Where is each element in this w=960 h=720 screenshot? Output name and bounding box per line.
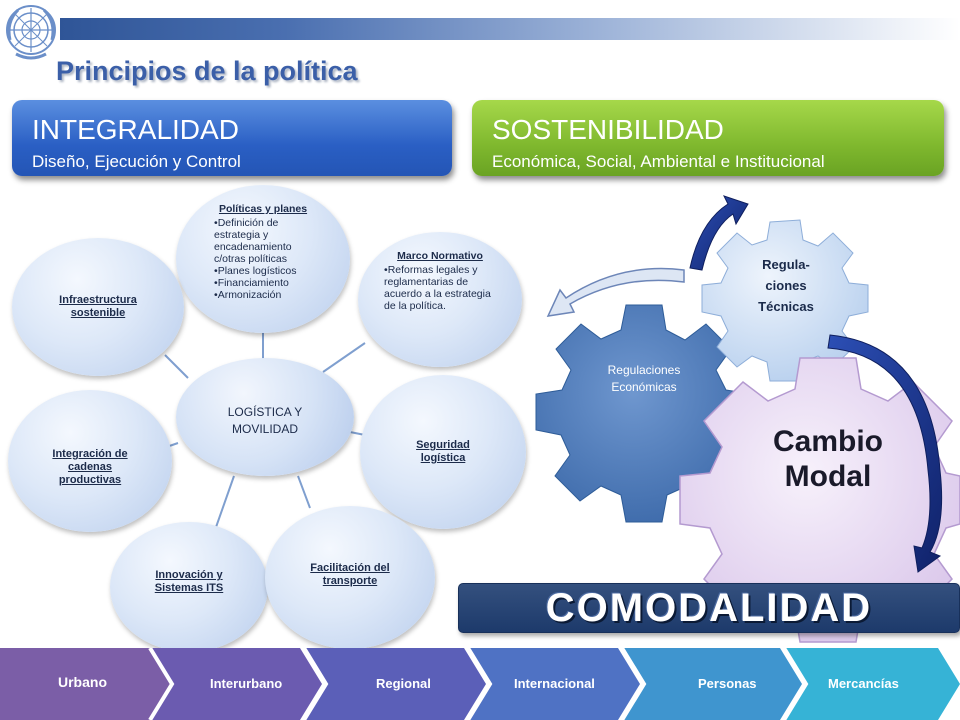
- facilitacion-label: Facilitación del transporte: [310, 562, 390, 587]
- innovacion-label: Innovación y Sistemas ITS: [154, 569, 224, 594]
- un-emblem-icon: [2, 2, 60, 64]
- gear-tecnicas-label: Regula-ciones Técnicas: [758, 257, 814, 314]
- seguridad-bubble: Seguridad logística: [360, 375, 526, 529]
- chevron-shape-mercancias: [786, 648, 960, 720]
- gear-cambio-modal-label: Cambio Modal: [772, 425, 883, 493]
- comodalidad-banner: COMODALIDAD: [458, 583, 960, 633]
- list-item: Financiamiento: [214, 277, 324, 289]
- chevron-label: Personas: [698, 676, 757, 691]
- facilitacion-bubble: Facilitación del transporte: [265, 506, 435, 649]
- list-item: Definición de estrategia y encadenamient…: [214, 217, 324, 265]
- gear-cambio-modal-shape: [679, 357, 960, 643]
- integralidad-subtitle: Diseño, Ejecución y Control: [32, 152, 241, 171]
- innovacion-bubble: Innovación y Sistemas ITS: [110, 522, 268, 652]
- list-item: Reformas legales y reglamentarias de acu…: [384, 264, 502, 312]
- integralidad-banner: INTEGRALIDAD Diseño, Ejecución y Control: [12, 100, 452, 176]
- seguridad-label: Seguridad logística: [416, 439, 470, 464]
- chevron-regional: Regional: [328, 648, 464, 720]
- arrow-right-loop: [827, 334, 943, 573]
- chevron-urbano: Urbano: [0, 648, 150, 720]
- arrow-up-to-green: [689, 195, 749, 271]
- list-item: Planes logísticos: [214, 265, 324, 277]
- chevron-shape-interurbano: [150, 648, 322, 720]
- politicas-title: Políticas y planes: [218, 203, 308, 215]
- list-item: Armonización: [214, 289, 324, 301]
- marco-normativo-bubble: Marco Normativo Reformas legales y regla…: [358, 232, 522, 367]
- chevron-shape-urbano: [0, 648, 172, 720]
- integracion-bubble: Integración de cadenas productivas: [8, 390, 172, 532]
- header-gradient-bar: [60, 18, 960, 40]
- center-hub-label: LOGÍSTICA Y MOVILIDAD: [227, 405, 303, 436]
- chevron-label: Urbano: [58, 674, 107, 690]
- gear-economicas-label: Regulaciones Económicas: [607, 363, 681, 394]
- chevron-label: Mercancías: [828, 676, 899, 691]
- marco-normativo-title: Marco Normativo: [397, 250, 483, 262]
- chevron-shape-internacional: [470, 648, 640, 720]
- sostenibilidad-subtitle: Económica, Social, Ambiental e Instituci…: [492, 152, 825, 171]
- chevron-label: Internacional: [514, 676, 595, 691]
- chevron-internacional: Internacional: [492, 648, 620, 720]
- politicas-bubble: Políticas y planes Definición de estrate…: [176, 185, 350, 333]
- chevron-personas: Personas: [646, 648, 780, 720]
- chevron-shape-personas: [624, 648, 802, 720]
- infraestructura-label: Infraestructura sostenible: [59, 294, 137, 319]
- chevron-mercancias: Mercancías: [808, 648, 938, 720]
- chevron-label: Interurbano: [210, 676, 283, 691]
- chevron-interurbano: Interurbano: [172, 648, 302, 720]
- infraestructura-bubble: Infraestructura sostenible: [12, 238, 184, 376]
- sostenibilidad-banner: SOSTENIBILIDAD Económica, Social, Ambien…: [472, 100, 944, 176]
- marco-normativo-list: Reformas legales y reglamentarias de acu…: [384, 264, 502, 312]
- integracion-label: Integración de cadenas productivas: [52, 448, 128, 486]
- arrow-left-light: [546, 267, 685, 317]
- integralidad-title: INTEGRALIDAD: [32, 114, 239, 145]
- chevron-label: Regional: [376, 676, 431, 691]
- chevron-bar: [0, 648, 960, 720]
- page-title: Principios de la política: [56, 56, 358, 86]
- politicas-list: Definición de estrategia y encadenamient…: [214, 217, 324, 301]
- comodalidad-label: COMODALIDAD: [545, 586, 873, 630]
- center-hub-bubble: LOGÍSTICA Y MOVILIDAD: [176, 358, 354, 476]
- chevron-shape-regional: [306, 648, 486, 720]
- sostenibilidad-title: SOSTENIBILIDAD: [492, 114, 724, 145]
